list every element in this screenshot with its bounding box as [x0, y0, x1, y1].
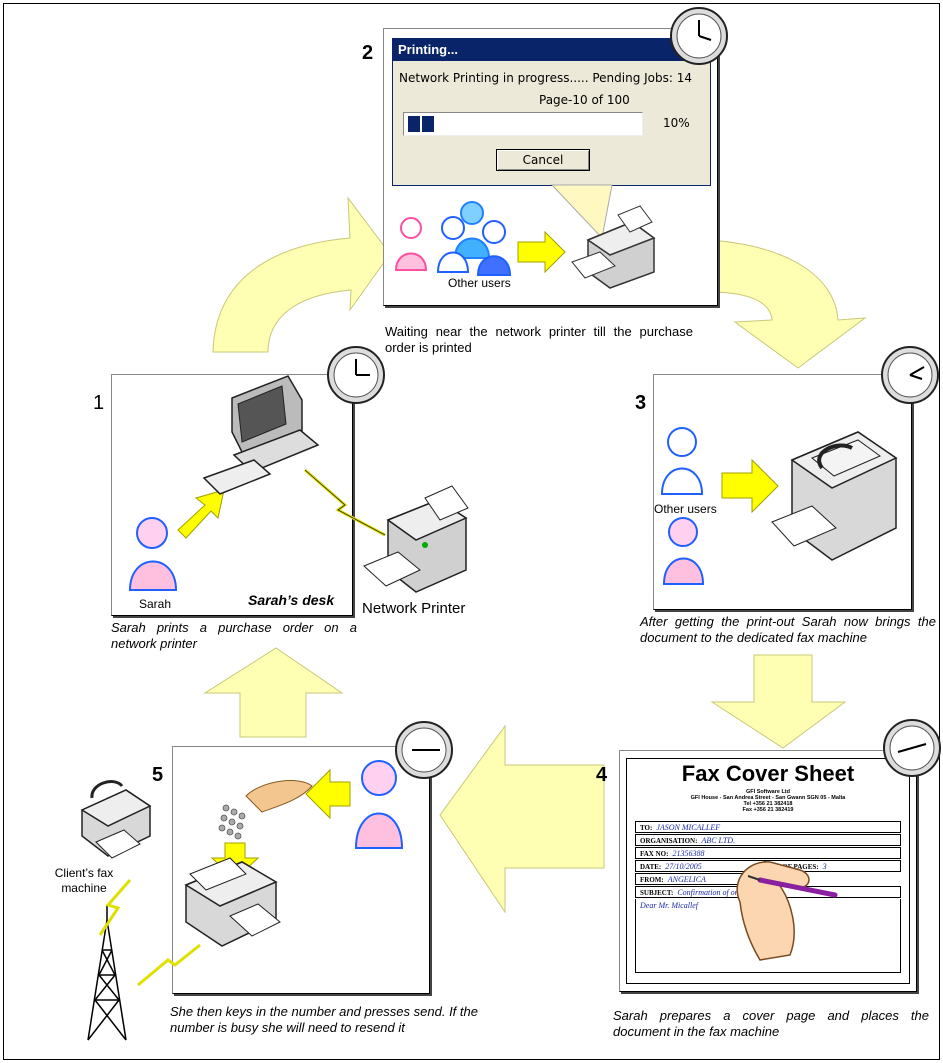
- clock-icon: [327, 346, 385, 404]
- progress-block: [408, 116, 420, 132]
- printing-dialog: Printing... Network Printing in progress…: [392, 38, 711, 186]
- progress-bar: [403, 112, 643, 136]
- flow-arrow-5-to-1: [203, 647, 344, 738]
- step3-number: 3: [635, 392, 647, 414]
- person-icon: [662, 517, 705, 585]
- flow-arrow-4-to-5: [439, 724, 605, 914]
- yellow-arrow-icon: [305, 768, 351, 820]
- progress-block: [422, 116, 434, 132]
- yellow-arrow-icon: [517, 230, 566, 274]
- dialog-page-text: Page-10 of 100: [539, 93, 630, 107]
- step1-caption: Sarah prints a purchase order on a netwo…: [111, 620, 357, 651]
- sarah-person-icon: [354, 760, 404, 849]
- dialog-title: Printing...: [393, 39, 710, 61]
- step4-number: 4: [596, 764, 608, 786]
- transmission-tower-icon: [87, 905, 127, 1041]
- fax-body: Dear Mr. Micallef: [635, 899, 901, 973]
- client-fax-machine-icon: [80, 780, 152, 859]
- fax-sheet-title: Fax Cover Sheet: [681, 761, 855, 786]
- sarah-person-icon: [128, 517, 178, 591]
- person-icon: [660, 427, 704, 495]
- fax-tel: Tel +356 21 382418: [743, 801, 793, 807]
- network-printer-icon: [363, 485, 469, 593]
- person-icon: [394, 217, 428, 271]
- person-icon: [453, 201, 491, 259]
- other-users-label: Other users: [654, 502, 717, 516]
- person-icon: [476, 220, 512, 276]
- keypad-hand-icon: [218, 780, 313, 840]
- step1-number: 1: [93, 392, 105, 414]
- fax-row-faxno: FAX NO:21356388: [635, 847, 901, 859]
- dialog-status-text: Network Printing in progress..... Pendin…: [399, 71, 692, 85]
- flow-arrow-2-to-3: [707, 239, 867, 369]
- clock-icon: [883, 719, 941, 777]
- fax-row-org: ORGANISATION:ABC LTD.: [635, 834, 901, 846]
- callout-tail: [550, 184, 613, 240]
- step3-caption: After getting the print-out Sarah now br…: [640, 614, 936, 645]
- fax-fax: Fax +356 21 382419: [742, 807, 794, 813]
- signal-bolt-icon: [137, 943, 201, 987]
- sarah-label: Sarah: [139, 597, 172, 611]
- yellow-arrow-icon: [177, 489, 225, 539]
- cancel-button[interactable]: Cancel: [496, 149, 590, 171]
- other-users-label: Other users: [448, 276, 511, 290]
- network-printer-label: Network Printer: [362, 600, 466, 617]
- clock-icon: [395, 721, 453, 779]
- progress-percent: 10%: [663, 116, 690, 130]
- clock-icon: [670, 7, 728, 65]
- person-icon: [436, 216, 470, 273]
- signal-bolt-icon: [98, 879, 132, 936]
- step5-number: 5: [152, 764, 164, 786]
- network-printer-icon: [571, 205, 656, 289]
- step2-number: 2: [362, 42, 374, 64]
- step5-caption: She then keys in the number and presses …: [170, 1004, 478, 1035]
- fax-row-to: TO:JASON MICALLEF: [635, 821, 901, 833]
- sarahs-desk-label: Sarah’s desk: [248, 592, 335, 608]
- fax-address: GFI House - San Andrea Street - San Gwan…: [690, 795, 846, 801]
- yellow-arrow-icon: [721, 458, 779, 514]
- outer-frame: [3, 3, 940, 1060]
- step2-caption: Waiting near the network printer till th…: [385, 324, 693, 355]
- step4-caption: Sarah prepares a cover page and places t…: [613, 1008, 929, 1039]
- flow-arrow-3-to-4: [710, 654, 847, 749]
- fax-machine-icon: [771, 431, 898, 561]
- writing-hand-icon: [736, 861, 838, 961]
- client-fax-label: Client’s fax machine: [54, 866, 114, 895]
- fax-company: GFI Software Ltd: [746, 789, 790, 795]
- flow-arrow-1-to-2: [212, 196, 391, 353]
- fax-machine-icon: [184, 857, 281, 947]
- clock-icon: [881, 346, 939, 404]
- other-users-group: [394, 201, 512, 276]
- computer-icon: [202, 375, 320, 495]
